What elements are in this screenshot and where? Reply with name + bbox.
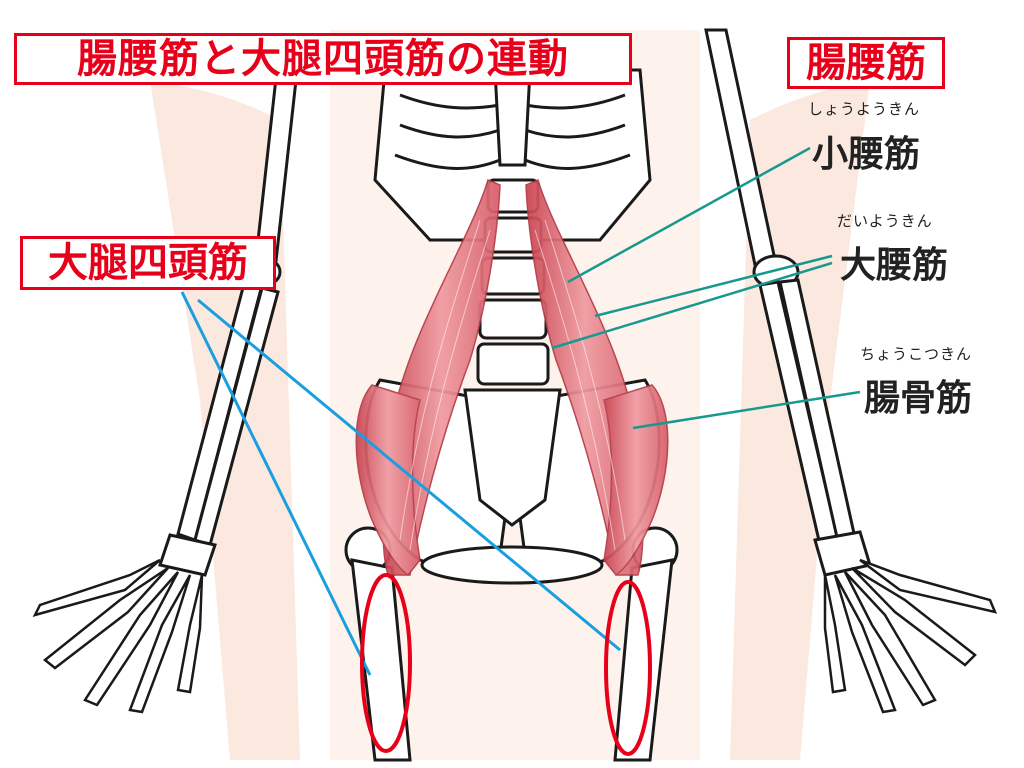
page-title: 腸腰筋と大腿四頭筋の連動 xyxy=(14,33,632,85)
rib-cage xyxy=(373,68,652,242)
right-arm-bones xyxy=(704,28,872,577)
right-hand-bones xyxy=(823,558,998,714)
quadriceps-label: 大腿四頭筋 xyxy=(20,236,276,290)
psoas-minor-reading: しょうようきん xyxy=(808,100,921,118)
iliacus-left xyxy=(355,384,421,577)
psoas-major-leader-b xyxy=(551,261,833,350)
left-hand-bones xyxy=(32,558,204,714)
quadriceps-highlight-ellipses xyxy=(360,573,652,756)
blue-leader-lines xyxy=(180,291,621,676)
right-quad-ellipse xyxy=(604,580,652,756)
iliacus-reading: ちょうこつきん xyxy=(860,345,973,363)
iliacus-right xyxy=(603,384,669,577)
psoas-major-label: 大腰筋 xyxy=(840,245,949,286)
iliacus-leader xyxy=(632,390,861,430)
left-arm-bones xyxy=(158,58,300,577)
psoas-major-reading: だいようきん xyxy=(837,212,933,230)
iliacus-label: 腸骨筋 xyxy=(864,378,973,419)
left-quad-ellipse xyxy=(360,573,412,753)
teal-leader-lines xyxy=(551,146,861,430)
femurs xyxy=(344,526,679,762)
quad-leader-left-b xyxy=(197,298,621,652)
muscle-fibers xyxy=(399,219,626,551)
iliopsoas-label: 腸腰筋 xyxy=(787,37,945,89)
psoas-minor-leader xyxy=(567,146,811,284)
psoas-major-leader-a xyxy=(594,254,833,318)
psoas-minor-label: 小腰筋 xyxy=(812,134,921,175)
quad-leader-left-a xyxy=(180,291,372,676)
